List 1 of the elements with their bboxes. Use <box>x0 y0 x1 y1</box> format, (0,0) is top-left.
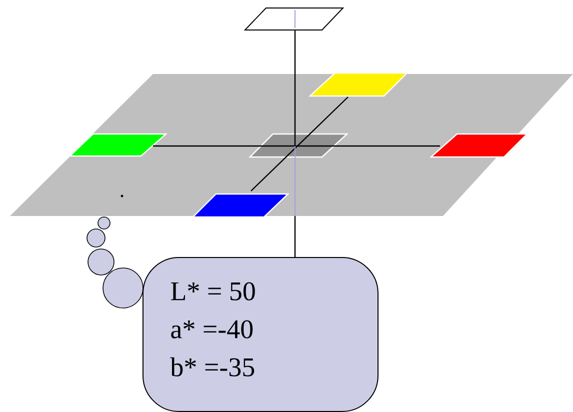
callout-box: L* = 50 a* =-40 b* =-35 <box>142 257 378 412</box>
